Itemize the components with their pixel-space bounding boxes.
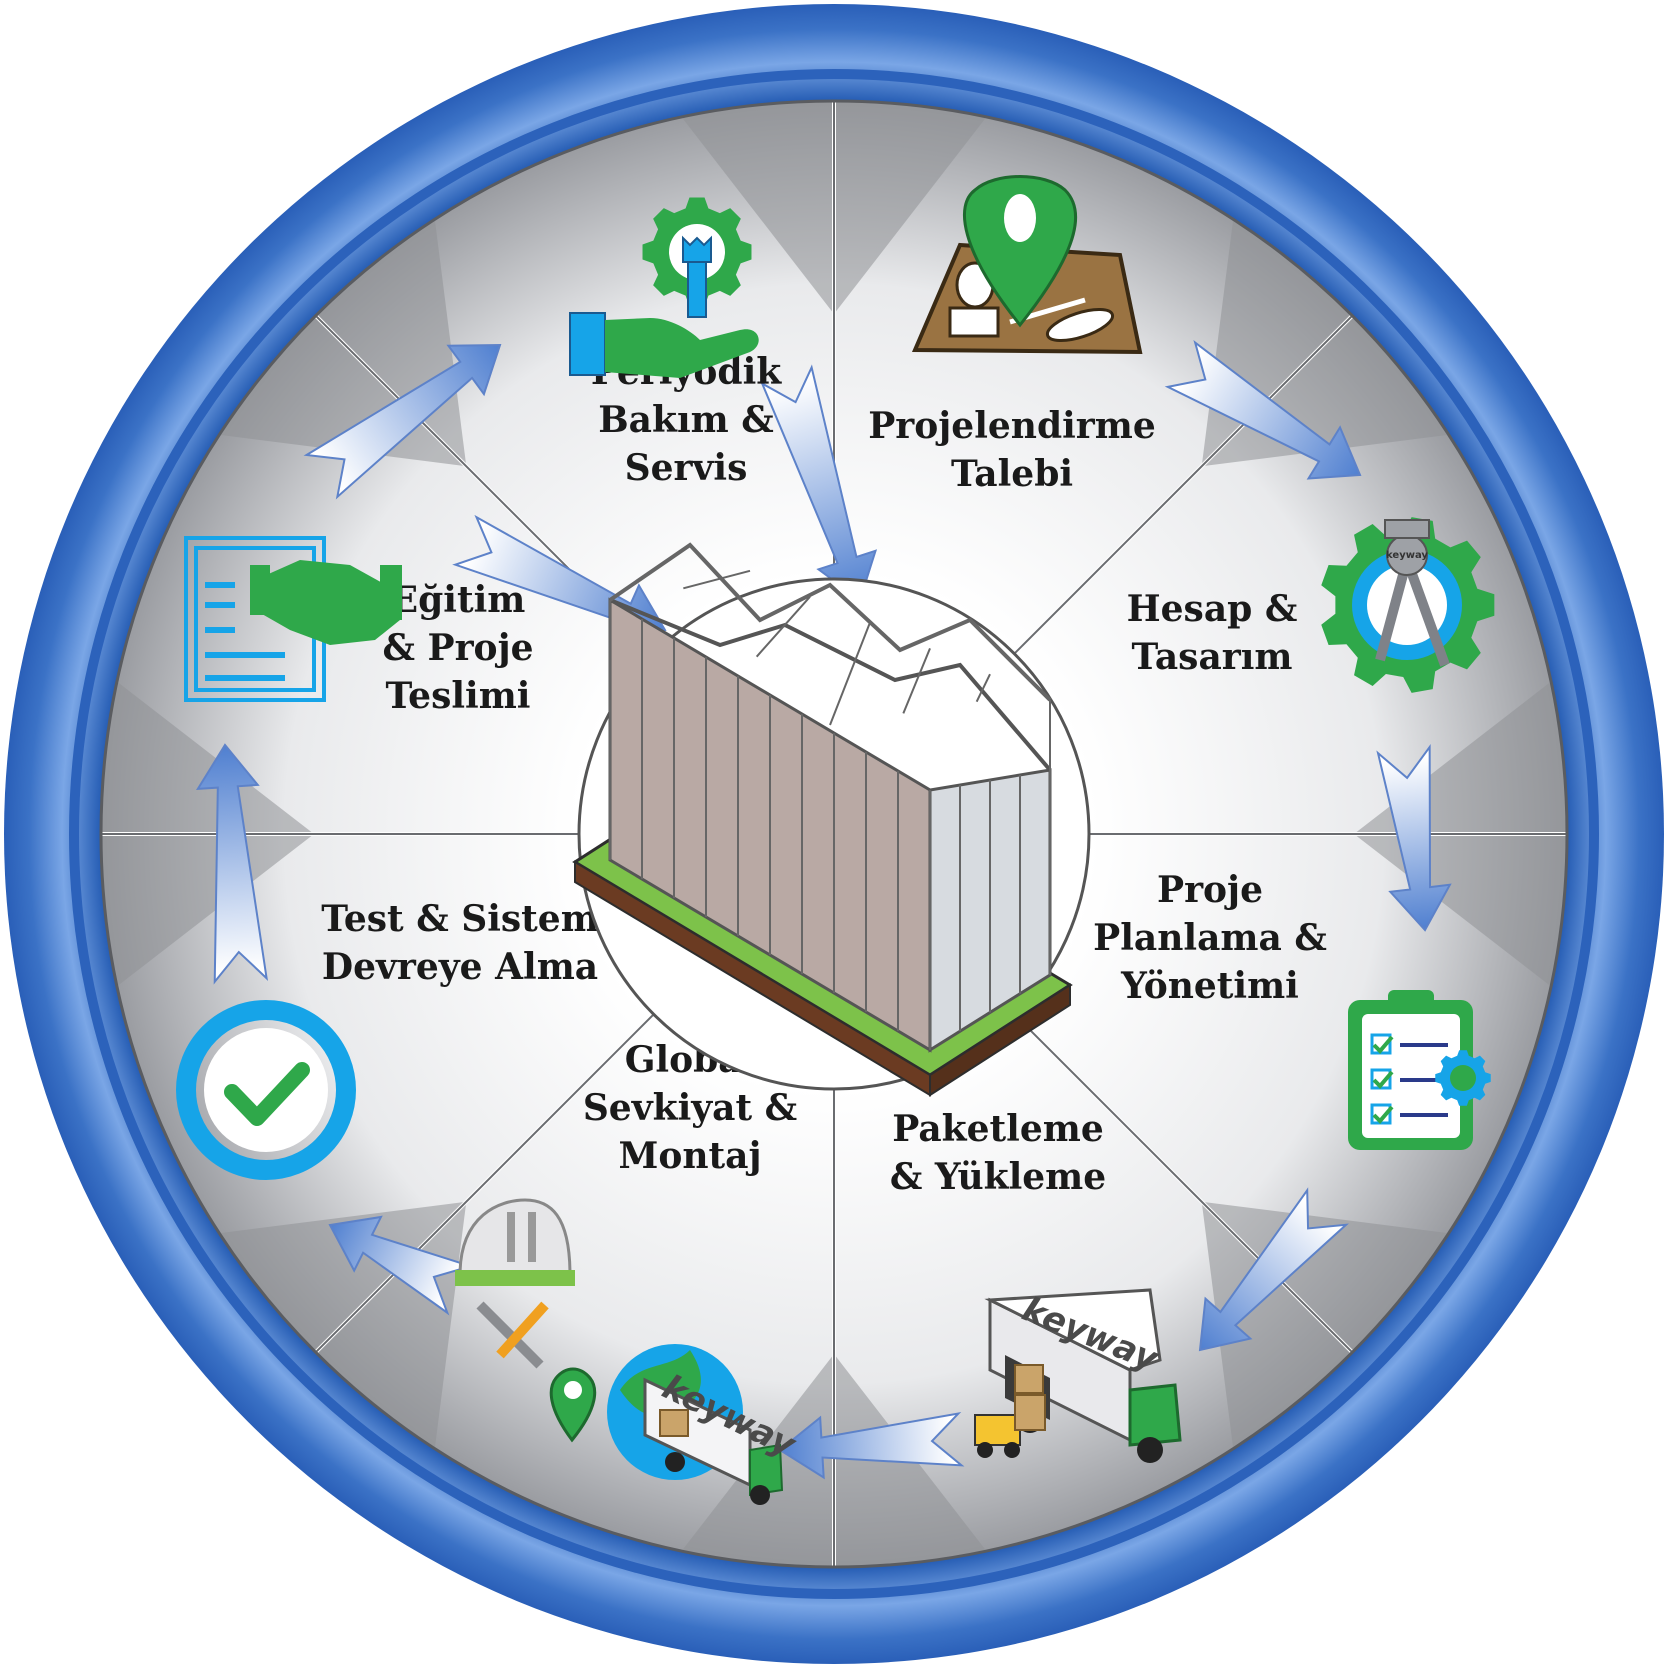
label-line: Planlama & xyxy=(1093,917,1327,959)
handshake-document-icon xyxy=(184,536,402,702)
label-line: Devreye Alma xyxy=(322,946,598,988)
svg-text:keyway: keyway xyxy=(1386,550,1428,561)
map-pin-blueprint-icon xyxy=(911,175,1143,355)
label-line: & Proje xyxy=(382,627,533,669)
gear-compass-icon: keyway xyxy=(1321,517,1495,693)
flow-arrow xyxy=(1376,743,1452,932)
label-line: Projelendirme xyxy=(868,405,1156,447)
greenhouse-icon xyxy=(572,542,1073,1097)
label-line: Servis xyxy=(625,447,748,489)
flow-arrow xyxy=(328,1215,474,1316)
flow-arrow xyxy=(778,1411,965,1480)
clipboard-checklist-icon xyxy=(1348,990,1491,1150)
label-line: Yönetimi xyxy=(1120,965,1299,1007)
flow-arrow xyxy=(303,343,502,500)
label-line: Proje xyxy=(1157,869,1263,911)
label-hesap: Hesap & Tasarım xyxy=(1127,588,1298,678)
label-line: Montaj xyxy=(618,1135,761,1177)
flow-arrow xyxy=(1164,340,1362,480)
label-line: Test & Sistem xyxy=(321,898,599,940)
label-line: Sevkiyat & xyxy=(583,1087,797,1129)
label-line: Paketleme xyxy=(892,1108,1103,1150)
label-line: Bakım & xyxy=(598,399,774,441)
flow-arrow xyxy=(760,364,878,602)
hand-gear-wrench-icon xyxy=(569,197,759,378)
inner-ring-border xyxy=(69,69,1599,1599)
center-hub xyxy=(572,542,1091,1097)
truck-forklift-icon: keyway xyxy=(974,1288,1182,1463)
label-line: & Yükleme xyxy=(890,1156,1106,1198)
flow-arrow xyxy=(195,743,269,985)
label-line: Eğitim xyxy=(391,579,526,621)
label-line: Talebi xyxy=(951,453,1073,495)
label-paketleme: Paketleme & Yükleme xyxy=(890,1108,1106,1198)
checkmark-circle-icon xyxy=(176,1000,356,1180)
label-line: Teslimi xyxy=(386,675,531,717)
flow-arrow xyxy=(1198,1187,1349,1352)
label-line: Tasarım xyxy=(1132,636,1293,678)
flow-arrows xyxy=(195,340,1452,1480)
label-line: Hesap & xyxy=(1127,588,1298,630)
globe-truck-helmet-icon: keyway xyxy=(455,1198,803,1505)
